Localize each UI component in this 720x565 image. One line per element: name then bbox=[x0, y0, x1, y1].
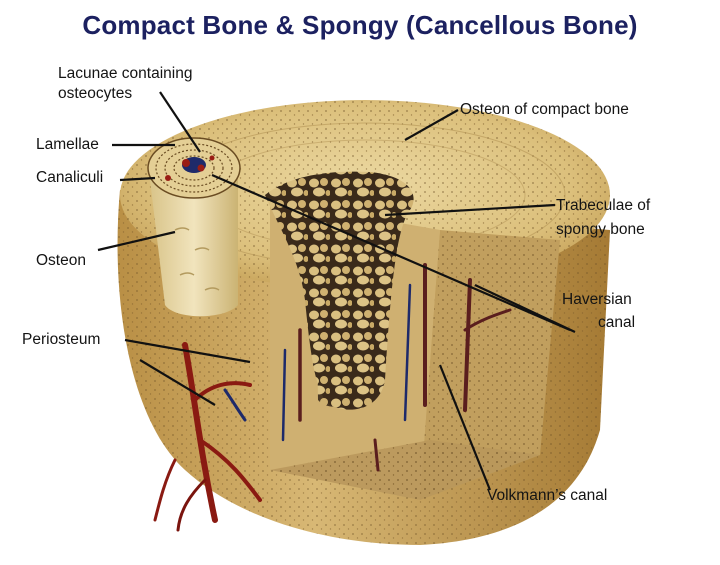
leader-osteon bbox=[97, 230, 176, 252]
label-osteon-compact: Osteon of compact bone bbox=[460, 101, 629, 118]
osteon-cylinder bbox=[147, 137, 241, 317]
leader-osteon-compact bbox=[404, 109, 459, 141]
label-osteon: Osteon bbox=[36, 252, 86, 269]
label-canaliculi: Canaliculi bbox=[36, 169, 104, 186]
label-lacunae-line2: osteocytes bbox=[58, 85, 133, 102]
leader-haversian-2 bbox=[474, 284, 576, 333]
label-haversian-line1: Haversian bbox=[562, 291, 632, 308]
cutaway-section bbox=[265, 171, 560, 500]
leader-canaliculi bbox=[119, 176, 156, 182]
label-lamellae: Lamellae bbox=[36, 136, 99, 153]
blood-vessels bbox=[153, 342, 262, 532]
label-lacunae-line1: Lacunae containing bbox=[58, 65, 193, 82]
label-trabeculae-line2: spongy bone bbox=[556, 221, 645, 238]
diagram-title: Compact Bone & Spongy (Cancellous Bone) bbox=[82, 10, 638, 40]
leader-haversian-1 bbox=[211, 173, 571, 332]
label-periosteum: Periosteum bbox=[22, 331, 101, 348]
label-haversian-line2: canal bbox=[598, 314, 636, 331]
leader-volkmann bbox=[438, 364, 492, 491]
label-trabeculae-line1: Trabeculae of bbox=[556, 197, 651, 214]
leader-periosteum-2 bbox=[139, 359, 216, 406]
leader-lines bbox=[97, 91, 576, 491]
leader-lacunae bbox=[159, 91, 201, 153]
leader-periosteum bbox=[124, 338, 251, 364]
leader-trabeculae bbox=[384, 203, 556, 217]
canals bbox=[281, 263, 512, 472]
label-volkmann: Volkmann’s canal bbox=[487, 487, 608, 504]
